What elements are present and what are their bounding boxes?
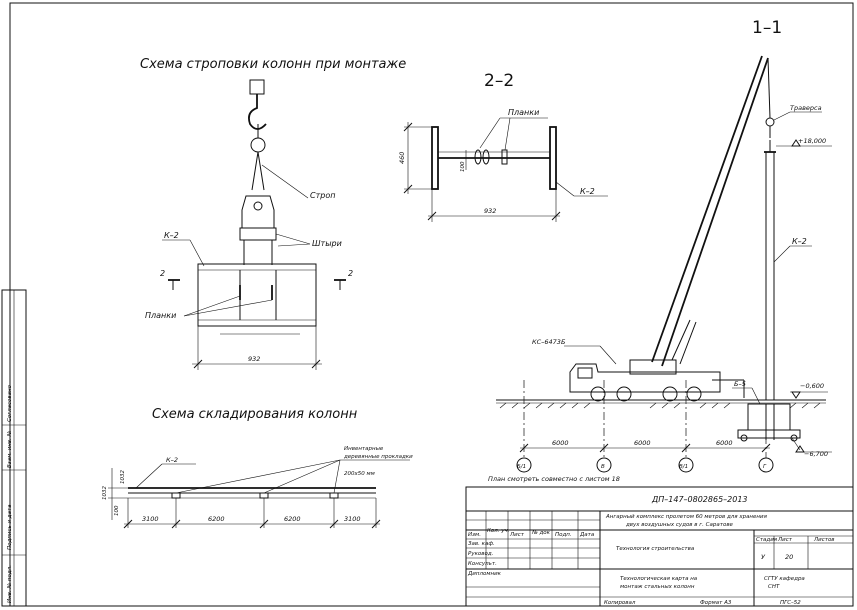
side-replace-inv: Взам. инв. № <box>7 430 13 468</box>
project-name: Ангарный комплекс пролетом 60 метров для… <box>605 514 769 528</box>
side-stamp: Согласовано Взам. инв. № Подпись и дата … <box>1 289 27 607</box>
dim-storage-v1: 1032 <box>102 486 108 500</box>
dim-sling-width: 932 <box>248 355 260 363</box>
label-plates-sling: Планки <box>145 311 176 320</box>
label-k2-sling: К–2 <box>164 231 179 240</box>
side-agreed: Согласовано <box>7 384 13 422</box>
axis-b1: Б/1 <box>517 464 526 470</box>
label-k2-22: К–2 <box>580 187 595 196</box>
label-pads-1: Инвентарные <box>344 446 384 452</box>
label-pins: Штыри <box>312 239 342 248</box>
sheet-frame <box>9 2 854 607</box>
dim-22-height: 460 <box>398 152 406 164</box>
title-section-22: 2–2 <box>484 71 514 91</box>
org-name: СГТУ кафедра СНТ <box>764 576 807 590</box>
role-supervisor: Руковод. <box>468 551 494 557</box>
dim-11-a: 6000 <box>552 439 569 447</box>
col-sign: Подп. <box>555 532 572 538</box>
stage-header: Стадия <box>756 537 778 543</box>
dim-storage-v2: 1032 <box>120 470 126 484</box>
dim-storage-h2: 6200 <box>208 515 225 523</box>
sheets-header: Листов <box>813 537 835 543</box>
section-22-view: Планки К–2 460 100 932 <box>398 108 608 222</box>
side-inv-orig: Инв. № подл. <box>7 565 13 603</box>
sheet-value: 20 <box>785 553 793 561</box>
col-doc: № док <box>531 530 551 536</box>
title-storage: Схема складирования колонн <box>152 407 358 422</box>
dim-storage-h1: 3100 <box>142 515 159 523</box>
label-crane: КС–6473Б <box>532 338 566 346</box>
section-mark-right: 2 <box>348 269 353 278</box>
group-name: ПГС–52 <box>780 600 801 606</box>
dim-storage-v3: 100 <box>114 505 120 516</box>
slinging-scheme: Строп Штыри К–2 Планки 2 2 <box>145 79 353 370</box>
side-sign-date: Подпись и дата <box>7 504 13 550</box>
title-section-11: 1–1 <box>752 18 782 38</box>
axis-v: В <box>601 464 605 470</box>
role-student: Дипломник <box>467 571 502 577</box>
storage-scheme: К–2 Инвентарные деревянные прокладки 200… <box>102 446 413 529</box>
title-block: ДП–147–0802865–2013 Ангарный комплекс пр… <box>465 486 854 607</box>
title-slinging: Схема строповки колонн при монтаже <box>140 57 406 72</box>
level-ground: −0,600 <box>800 382 824 390</box>
col-date: Дата <box>579 532 595 538</box>
dim-22-100: 100 <box>460 161 466 172</box>
label-strop: Строп <box>310 191 335 200</box>
stage-value: У <box>761 553 766 561</box>
section-mark-left: 2 <box>160 269 165 278</box>
role-consultant: Консульт. <box>468 561 497 567</box>
label-pads-3: 200х50 мм <box>344 471 375 477</box>
axis-v1: В/1 <box>679 464 688 470</box>
label-pads-2: деревянные прокладки <box>343 454 413 460</box>
label-k2-11: К–2 <box>792 237 807 246</box>
level-top: +18,000 <box>798 137 826 145</box>
label-k2-storage: К–2 <box>166 456 178 464</box>
col-kol: Кол. уч. <box>487 528 510 534</box>
dim-11-b: 6000 <box>634 439 651 447</box>
sheet-header: Лист <box>777 537 793 543</box>
col-list: Лист <box>509 532 525 538</box>
format-label: Формат А3 <box>700 600 732 606</box>
plan-note: План смотреть совместно с листом 18 <box>488 475 620 483</box>
dim-22-width: 932 <box>484 207 496 215</box>
drawing-name-1: Технологическая карта на монтаж стальных… <box>620 576 699 590</box>
copied-label: Копировал <box>604 600 636 606</box>
dim-11-c: 6000 <box>716 439 733 447</box>
col-izm: Изм. <box>468 532 481 538</box>
dim-storage-h3: 6200 <box>284 515 301 523</box>
section-name: Технология строительства <box>616 546 695 552</box>
label-b5: Б–5 <box>734 380 746 388</box>
role-head: Зав. каф. <box>468 541 495 547</box>
label-traverse: Траверса <box>790 104 822 112</box>
doc-code: ДП–147–0802865–2013 <box>651 495 748 504</box>
level-bottom: −6,700 <box>804 450 828 458</box>
label-plates-22: Планки <box>508 108 539 117</box>
axis-g: Г <box>763 464 767 470</box>
section-11-view: Траверса +18,000 К–2 КС–6473Б Б–5 −0,600 <box>488 55 832 483</box>
dim-storage-h4: 3100 <box>344 515 361 523</box>
